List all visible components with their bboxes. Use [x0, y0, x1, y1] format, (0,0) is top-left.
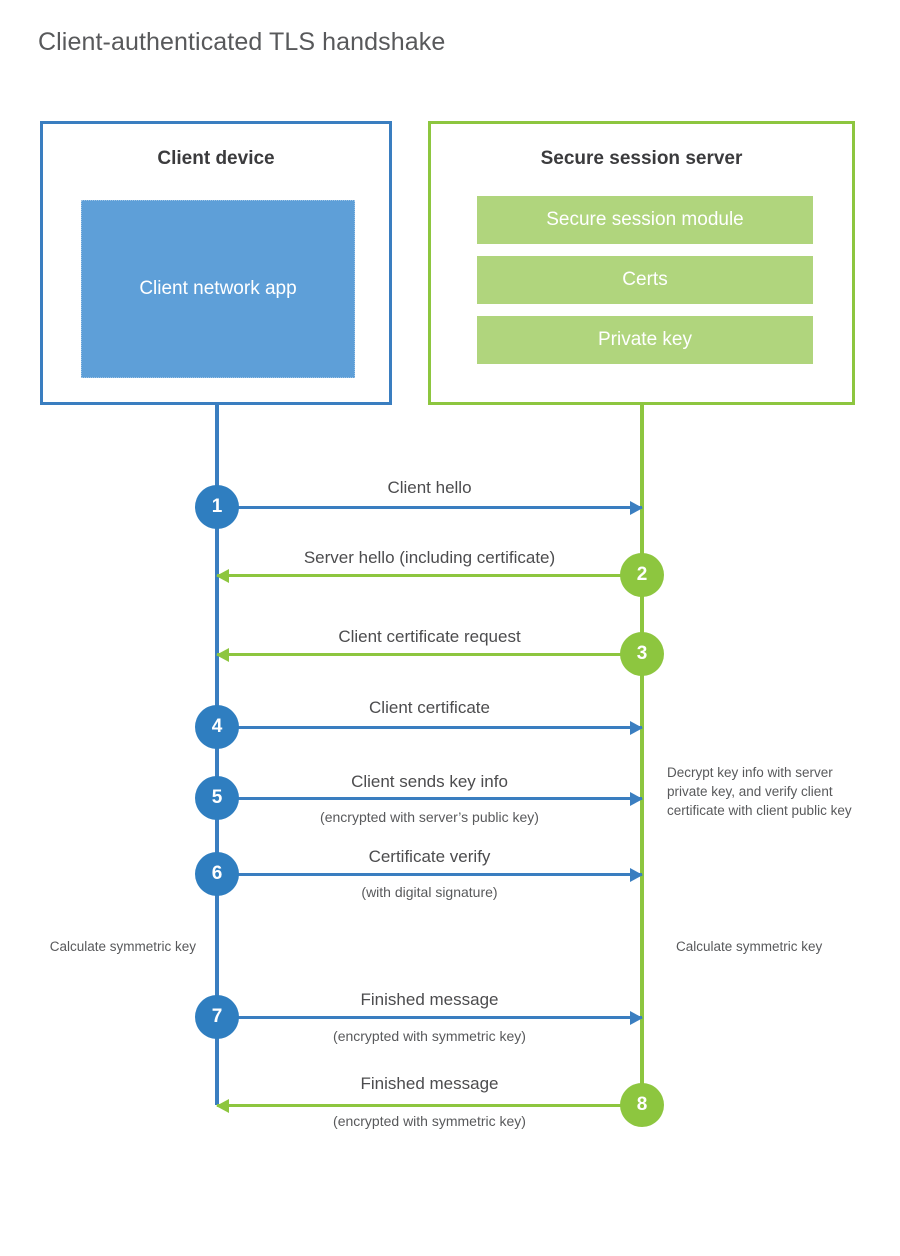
- step-number: 2: [636, 564, 648, 585]
- step-5-arrow: [237, 791, 643, 806]
- server-calculate-symmetric-key-note: Calculate symmetric key: [676, 939, 823, 954]
- step-3-arrow: [216, 647, 642, 662]
- arrow-head-left-icon: [216, 647, 229, 662]
- client-device-box: Client device Client network app: [40, 121, 392, 405]
- arrow-head-right-icon: [630, 791, 643, 806]
- step-4-arrow: [237, 720, 643, 735]
- step-8-sublabel: (encrypted with symmetric key): [333, 1113, 526, 1129]
- step-1-label: Client hello: [387, 478, 472, 497]
- step-1-circle[interactable]: 1: [195, 485, 239, 529]
- server-module-label: Private key: [598, 329, 692, 350]
- step-4-circle[interactable]: 4: [195, 705, 239, 749]
- arrow-head-right-icon: [630, 867, 643, 882]
- arrow-head-right-icon: [630, 500, 643, 515]
- step-8-circle[interactable]: 8: [620, 1083, 664, 1127]
- step-5-circle[interactable]: 5: [195, 776, 239, 820]
- server-module-label: Secure session module: [546, 209, 744, 230]
- server-module-certs: Certs: [477, 256, 813, 304]
- step-6-label: Certificate verify: [368, 847, 491, 866]
- step-number: 6: [211, 863, 223, 884]
- step-number: 4: [211, 716, 223, 737]
- step-number: 7: [211, 1006, 223, 1027]
- step-5-label: Client sends key info: [351, 772, 508, 791]
- page-title: Client-authenticated TLS handshake: [38, 28, 446, 56]
- step-7-arrow: [237, 1010, 643, 1025]
- client-device-title: Client device: [157, 148, 275, 169]
- client-calculate-symmetric-key-note: Calculate symmetric key: [49, 939, 196, 954]
- step-6-sublabel: (with digital signature): [361, 884, 498, 900]
- step-7-label: Finished message: [360, 990, 499, 1009]
- step-number: 1: [211, 496, 223, 517]
- step-8-arrow: [216, 1098, 642, 1113]
- client-network-app-label: Client network app: [139, 278, 297, 300]
- step-2-circle[interactable]: 2: [620, 553, 664, 597]
- arrow-head-right-icon: [630, 720, 643, 735]
- client-lifeline: [215, 404, 219, 1105]
- step-1-arrow: [237, 500, 643, 515]
- step-3-label: Client certificate request: [338, 627, 521, 646]
- step-number: 3: [636, 643, 648, 664]
- arrow-head-left-icon: [216, 568, 229, 583]
- step-2-arrow: [216, 568, 642, 583]
- secure-session-server-title: Secure session server: [540, 148, 743, 169]
- server-module-private-key: Private key: [477, 316, 813, 364]
- step-number: 8: [636, 1094, 648, 1115]
- server-module-secure-session-module: Secure session module: [477, 196, 813, 244]
- step-4-label: Client certificate: [369, 698, 490, 717]
- step-6-circle[interactable]: 6: [195, 852, 239, 896]
- step-6-arrow: [237, 867, 643, 882]
- secure-session-server-box: Secure session server Secure session mod…: [428, 121, 855, 405]
- arrow-head-left-icon: [216, 1098, 229, 1113]
- step-3-circle[interactable]: 3: [620, 632, 664, 676]
- step-number: 5: [211, 787, 223, 808]
- server-module-label: Certs: [622, 269, 668, 290]
- server-modules-list: Secure session module Certs Private key: [477, 196, 813, 376]
- client-network-app-block: Client network app: [81, 200, 355, 378]
- server-lifeline: [640, 404, 644, 1105]
- arrow-head-right-icon: [630, 1010, 643, 1025]
- step-5-sublabel: (encrypted with server’s public key): [320, 809, 539, 825]
- server-decrypt-note: Decrypt key info with server private key…: [667, 765, 852, 819]
- step-8-label: Finished message: [360, 1074, 499, 1093]
- step-2-label: Server hello (including certificate): [303, 548, 556, 567]
- step-7-circle[interactable]: 7: [195, 995, 239, 1039]
- step-7-sublabel: (encrypted with symmetric key): [333, 1028, 526, 1044]
